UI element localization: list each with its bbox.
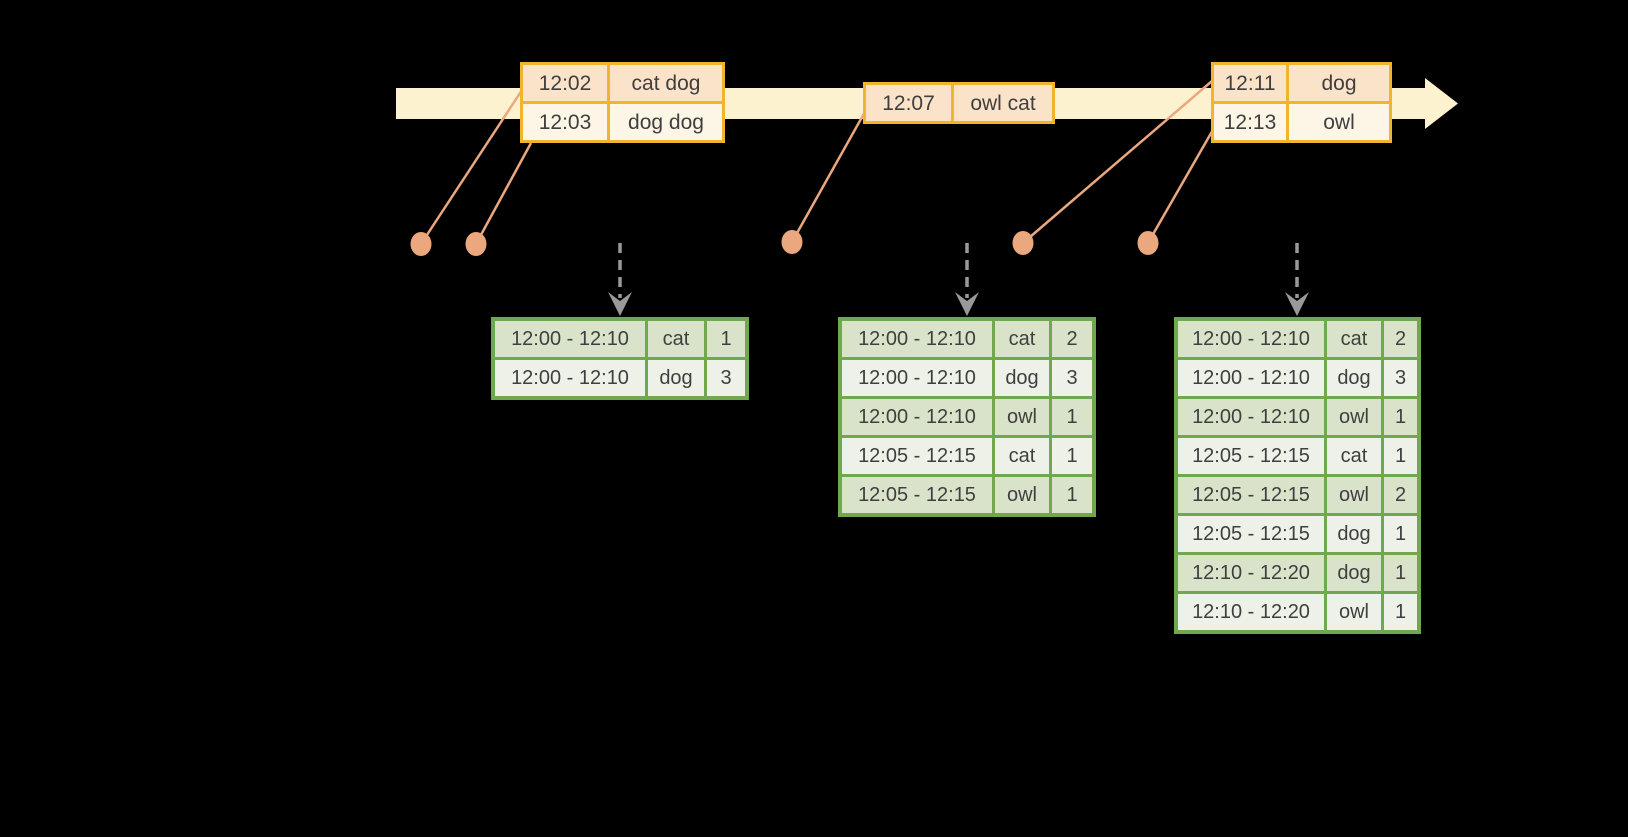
window-cell: 12:05 - 12:15 — [842, 438, 992, 474]
count-cell: 1 — [1384, 555, 1417, 591]
window-cell: 12:00 - 12:10 — [495, 360, 645, 396]
window-cell: 12:00 - 12:10 — [1178, 360, 1324, 396]
word-cell: cat — [1327, 438, 1381, 474]
trigger-arrows — [618, 243, 1299, 298]
count-cell: 1 — [1384, 594, 1417, 630]
count-cell: 1 — [1384, 516, 1417, 552]
result-table-1: 12:00 - 12:10 cat 1 12:00 - 12:10 dog 3 — [491, 317, 749, 400]
event-words-cell: owl cat — [954, 85, 1052, 121]
word-cell: owl — [1327, 477, 1381, 513]
connector-line-1211 — [1022, 80, 1213, 244]
count-cell: 1 — [707, 321, 745, 357]
count-cell: 1 — [1384, 438, 1417, 474]
event-dots — [410, 230, 1159, 256]
window-cell: 12:00 - 12:10 — [842, 321, 992, 357]
event-dot — [410, 232, 432, 256]
word-cell: dog — [648, 360, 704, 396]
window-cell: 12:00 - 12:10 — [1178, 399, 1324, 435]
word-cell: dog — [1327, 360, 1381, 396]
connector-line-1203 — [474, 142, 533, 245]
trigger-arrowheads — [608, 292, 1309, 316]
event-words-cell: cat dog — [610, 65, 722, 101]
count-cell: 1 — [1384, 399, 1417, 435]
count-cell: 1 — [1052, 399, 1092, 435]
connector-line-1202 — [419, 89, 524, 245]
event-words-cell: dog dog — [610, 104, 722, 140]
word-cell: dog — [1327, 516, 1381, 552]
trigger-arrowhead-icon — [955, 292, 979, 316]
event-dot — [781, 230, 803, 254]
event-connector-lines — [419, 80, 1216, 245]
word-cell: owl — [995, 477, 1049, 513]
count-cell: 2 — [1384, 321, 1417, 357]
word-cell: cat — [648, 321, 704, 357]
window-cell: 12:00 - 12:10 — [842, 399, 992, 435]
word-cell: cat — [995, 321, 1049, 357]
window-cell: 12:00 - 12:10 — [842, 360, 992, 396]
event-time-cell: 12:02 — [523, 65, 607, 101]
window-cell: 12:00 - 12:10 — [1178, 321, 1324, 357]
event-dot — [465, 232, 487, 256]
count-cell: 1 — [1052, 477, 1092, 513]
word-cell: owl — [995, 399, 1049, 435]
event-words-cell: dog — [1289, 65, 1389, 101]
word-cell: owl — [1327, 399, 1381, 435]
event-words-cell: owl — [1289, 104, 1389, 140]
window-cell: 12:05 - 12:15 — [1178, 438, 1324, 474]
trigger-arrowhead-icon — [608, 292, 632, 316]
event-table-1: 12:02 cat dog 12:03 dog dog — [520, 62, 725, 143]
window-cell: 12:05 - 12:15 — [1178, 516, 1324, 552]
word-cell: cat — [995, 438, 1049, 474]
trigger-arrowhead-icon — [1285, 292, 1309, 316]
event-time-cell: 12:03 — [523, 104, 607, 140]
event-table-2: 12:07 owl cat — [863, 82, 1055, 124]
timeline-arrowhead-icon — [1425, 78, 1458, 129]
word-cell: dog — [1327, 555, 1381, 591]
result-table-3: 12:00 - 12:10 cat 2 12:00 - 12:10 dog 3 … — [1174, 317, 1421, 634]
count-cell: 2 — [1384, 477, 1417, 513]
event-table-3: 12:11 dog 12:13 owl — [1211, 62, 1392, 143]
word-cell: owl — [1327, 594, 1381, 630]
word-cell: cat — [1327, 321, 1381, 357]
window-cell: 12:05 - 12:15 — [1178, 477, 1324, 513]
event-time-cell: 12:11 — [1214, 65, 1286, 101]
event-dot — [1012, 231, 1034, 255]
event-time-cell: 12:07 — [866, 85, 951, 121]
connector-line-1207 — [790, 109, 868, 243]
window-cell: 12:10 - 12:20 — [1178, 594, 1324, 630]
window-cell: 12:10 - 12:20 — [1178, 555, 1324, 591]
count-cell: 2 — [1052, 321, 1092, 357]
word-cell: dog — [995, 360, 1049, 396]
result-table-2: 12:00 - 12:10 cat 2 12:00 - 12:10 dog 3 … — [838, 317, 1096, 517]
count-cell: 3 — [707, 360, 745, 396]
window-cell: 12:00 - 12:10 — [495, 321, 645, 357]
count-cell: 1 — [1052, 438, 1092, 474]
connector-line-1213 — [1146, 127, 1216, 244]
window-cell: 12:05 - 12:15 — [842, 477, 992, 513]
count-cell: 3 — [1052, 360, 1092, 396]
count-cell: 3 — [1384, 360, 1417, 396]
event-time-cell: 12:13 — [1214, 104, 1286, 140]
event-dot — [1137, 231, 1159, 255]
